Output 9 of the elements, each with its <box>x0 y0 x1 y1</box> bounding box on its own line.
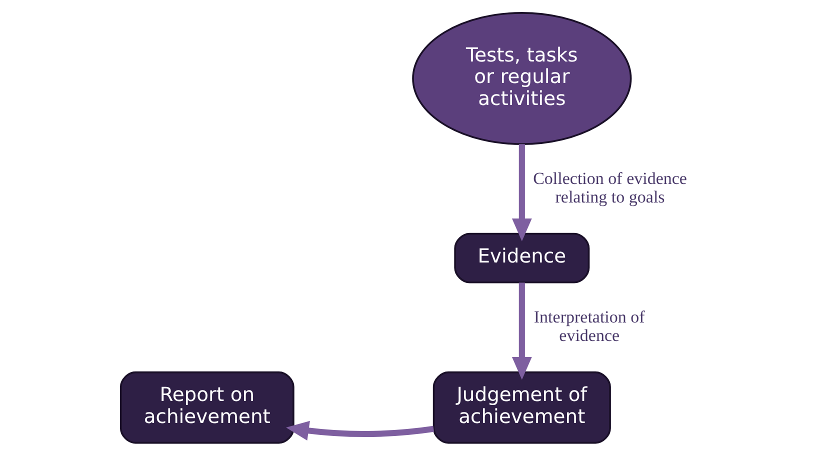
edge-label: Interpretation of evidence <box>534 308 645 345</box>
node-ellipse: Tests, tasks or regular activities <box>412 12 632 146</box>
node-box: Judgement of achievement <box>432 371 611 444</box>
node-box: Evidence <box>454 232 590 284</box>
arrow <box>512 144 532 242</box>
node-box: Report on achievement <box>120 371 294 444</box>
arrow <box>512 282 532 380</box>
arrow <box>286 420 434 441</box>
edge-label: Collection of evidence relating to goals <box>533 169 687 206</box>
